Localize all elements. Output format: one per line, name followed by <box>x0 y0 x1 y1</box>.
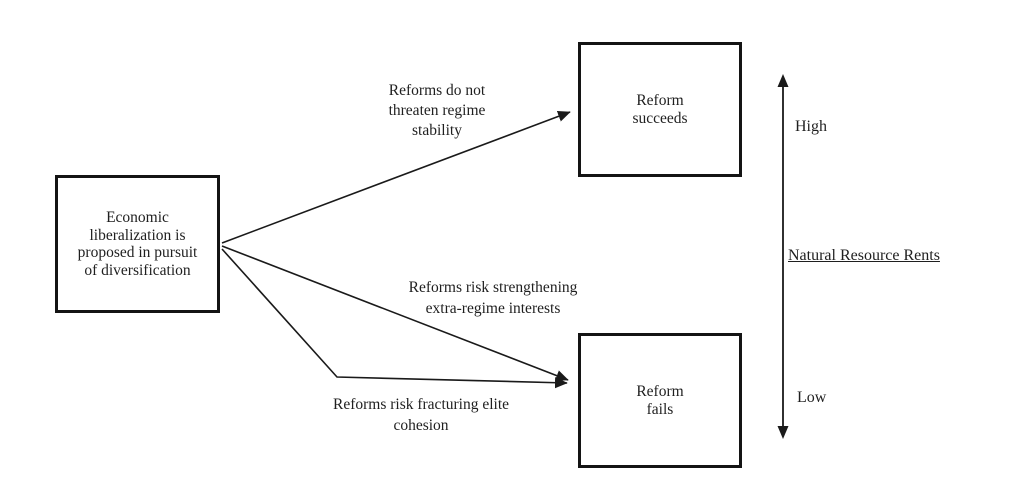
arrow-label-failure-path-lower: Reforms risk fracturing elite cohesion <box>332 396 510 434</box>
axis-low-label: Low <box>797 389 827 406</box>
axis-high-label: High <box>795 118 827 135</box>
axis-arrowhead-up <box>777 74 789 87</box>
arrow-failure-path-lower <box>221 248 568 389</box>
arrow-label-success-path: Reforms do not threaten regime stability <box>388 82 486 139</box>
arrow-failure-path-upper <box>221 245 569 381</box>
reform-succeeds-box: Reform succeeds <box>578 42 742 177</box>
source-box: Economic liberalization is proposed in p… <box>55 175 220 313</box>
arrow-label-failure-path-upper: Reforms risk strengthening extra-regime … <box>408 279 578 317</box>
arrow-success-path <box>221 110 571 244</box>
reform-fails-box: Reform fails <box>578 333 742 468</box>
axis-arrowhead-down <box>777 426 789 439</box>
axis-title: Natural Resource Rents <box>788 247 940 264</box>
